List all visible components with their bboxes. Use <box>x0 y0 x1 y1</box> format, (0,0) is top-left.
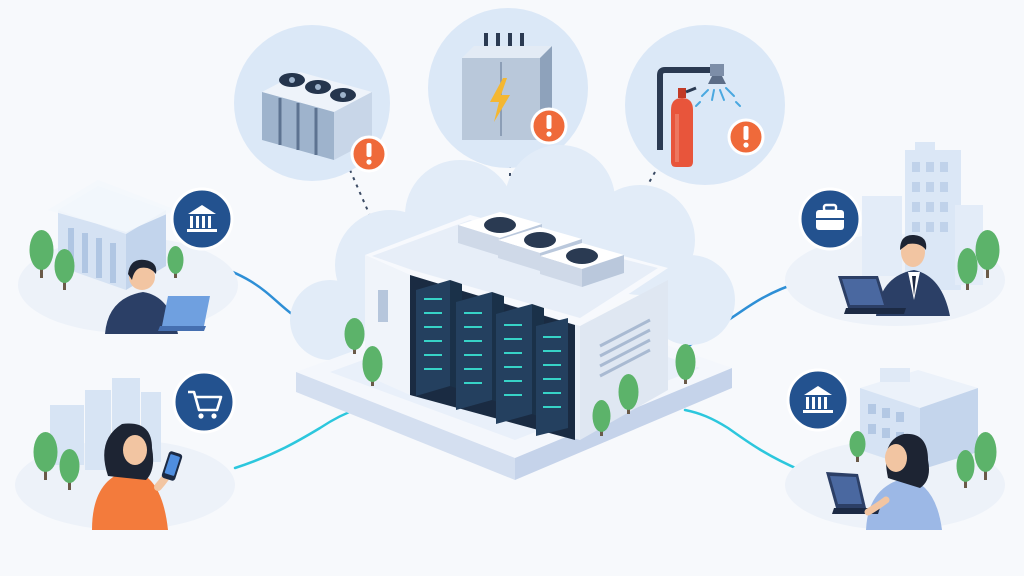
tree-icon <box>29 230 54 278</box>
chiller-fans-icon <box>262 72 372 160</box>
business-user-scene <box>785 142 1005 326</box>
tree-icon <box>344 318 365 354</box>
tree-icon <box>974 432 997 480</box>
fire-extinguisher-sprinkler-icon <box>657 64 741 167</box>
person-with-laptop <box>826 433 942 530</box>
tree-icon <box>618 374 639 414</box>
government-user-scene <box>18 180 238 334</box>
alert-icon <box>727 118 765 156</box>
tree-icon <box>957 248 978 290</box>
bank-building-icon <box>786 368 850 432</box>
server-rack <box>536 318 568 436</box>
hub-trees <box>344 318 696 436</box>
tree-icon <box>675 344 696 384</box>
data-center-building-icon <box>365 212 668 440</box>
fire-hazard-bubble <box>625 25 785 185</box>
shopping-cart-icon <box>172 370 236 434</box>
alert-icon <box>350 135 388 173</box>
tree-icon <box>975 230 1000 278</box>
roof-fans <box>458 212 624 287</box>
tree-icon <box>849 431 866 462</box>
person-with-laptop <box>105 259 210 334</box>
server-racks <box>416 280 568 436</box>
cooling-hazard-bubble <box>234 25 390 181</box>
tree-icon <box>362 346 383 386</box>
power-hazard-bubble <box>428 8 588 168</box>
tree-icon <box>33 432 58 480</box>
tree-icon <box>54 249 75 290</box>
person-with-phone <box>92 423 183 530</box>
tree-icon <box>956 450 975 488</box>
bank-user-scene <box>785 368 1005 530</box>
government-building-icon <box>170 187 234 251</box>
briefcase-icon <box>798 187 862 251</box>
data-center-hub <box>290 145 735 480</box>
government-building-icon <box>48 180 176 290</box>
person-with-laptop <box>838 234 950 316</box>
connector-bank <box>683 408 802 472</box>
tree-icon <box>592 400 611 436</box>
online-shopper-scene <box>15 370 236 530</box>
alert-icon <box>530 107 568 145</box>
connector-shopper <box>233 406 362 470</box>
tree-icon <box>167 246 184 278</box>
tree-icon <box>59 449 80 490</box>
server-rack <box>416 280 462 396</box>
